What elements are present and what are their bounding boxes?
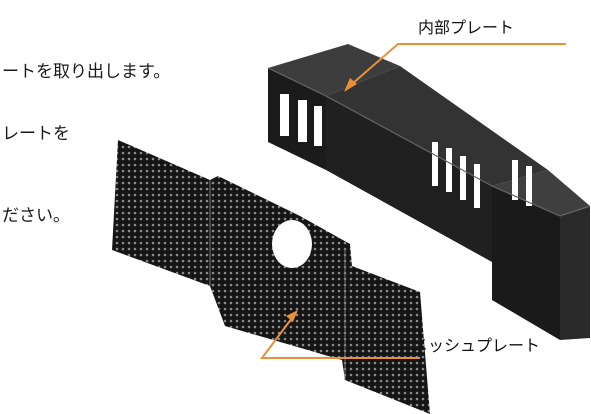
instruction-line-1: ートを取り出します。: [2, 62, 171, 82]
mesh-plate-leader: [260, 317, 420, 359]
callout-lines: [260, 43, 566, 359]
inner-plate-illustration: [267, 44, 591, 340]
mesh-plate-label: メッシュプレート: [411, 336, 540, 355]
instruction-line-3: ださい。: [2, 206, 70, 226]
instruction-line-2: レートを: [2, 124, 70, 144]
mesh-plate-illustration: [112, 140, 430, 414]
inner-plate-leader: [351, 43, 566, 85]
inner-plate-label: 内部プレート: [418, 18, 515, 37]
